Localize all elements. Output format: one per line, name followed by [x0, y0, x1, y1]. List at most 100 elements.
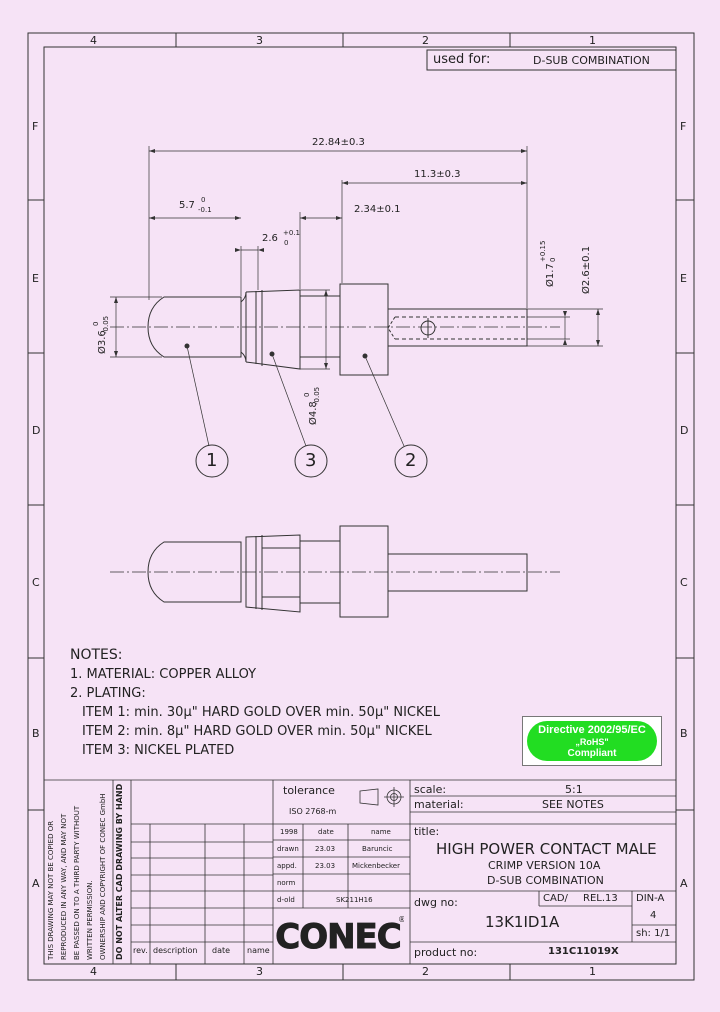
dim-dia-4-8-tol-up: 0: [303, 392, 311, 397]
zone-left-A: A: [32, 877, 40, 890]
dim-length-2-6-tol-low: 0: [284, 239, 289, 247]
balloon-2: [394, 444, 428, 478]
approval-norm-label: norm: [277, 879, 296, 887]
zone-right-B: B: [680, 727, 688, 740]
balloon-label-2: 2: [405, 450, 417, 471]
zone-right-C: C: [680, 576, 688, 589]
scale-label: scale:: [414, 783, 447, 796]
title-line-2: CRIMP VERSION 10A: [488, 859, 601, 872]
notes-line-1: 1. MATERIAL: COPPER ALLOY: [70, 667, 257, 682]
approval-drawn-name: Baruncic: [362, 845, 393, 853]
sheet-number: sh: 1/1: [636, 928, 671, 939]
balloon-label-1: 1: [206, 450, 218, 471]
dim-length-5-7-tol-up: 0: [201, 196, 206, 204]
zone-left-B: B: [32, 727, 40, 740]
copyright-line-3: BE PASSED ON TO A THIRD PARTY WITHOUT: [73, 805, 81, 960]
notes-line-2: 2. PLATING:: [70, 686, 146, 701]
zone-top-2: 2: [422, 34, 429, 47]
din-label: DIN-A: [636, 893, 665, 904]
copyright-line-1: THIS DRAWING MAY NOT BE COPIED OR: [47, 820, 55, 960]
zone-right-A: A: [680, 877, 688, 890]
zone-top-3: 3: [256, 34, 263, 47]
dim-length-11-3: 11.3±0.3: [414, 169, 461, 180]
zone-bottom-3: 3: [256, 965, 263, 978]
zone-bottom-4: 4: [90, 965, 97, 978]
dim-dia-1-7-tol-low: 0: [549, 257, 557, 262]
outer-border: [27, 32, 695, 981]
dim-length-5-7: 5.7: [179, 200, 195, 211]
zone-right-F: F: [680, 120, 687, 133]
conec-logo-text: CONEC: [275, 917, 401, 956]
rohs-line-1: Directive 2002/95/EC: [538, 724, 646, 736]
dim-length-2-6-tol-up: +0.1: [283, 229, 300, 237]
rev-header-description: description: [153, 946, 198, 955]
used-for-box: [426, 49, 677, 71]
conec-logo: CONEC ®: [275, 915, 404, 956]
material-label: material:: [414, 798, 464, 811]
dim-length-2-6: 2.6: [262, 233, 278, 244]
dim-length-5-7-tol-low: -0.1: [198, 206, 212, 214]
zone-top-4: 4: [90, 34, 97, 47]
dwg-no-label: dwg no:: [414, 896, 458, 909]
approval-d-old-value: SK211H16: [336, 896, 373, 904]
used-for-value: D-SUB COMBINATION: [533, 54, 650, 67]
approval-drawn-date: 23.03: [315, 845, 336, 853]
dim-dia-3-6-tol-up: 0: [92, 321, 100, 326]
copyright-line-4: WRITTEN PERMISSION.: [86, 880, 94, 960]
approval-date-header: date: [318, 828, 334, 836]
used-for-label: used for:: [433, 52, 491, 67]
title-line-3: D-SUB COMBINATION: [487, 874, 604, 887]
zone-right-D: D: [680, 424, 689, 437]
dim-dia-3-6-tol-low: -0.05: [102, 315, 110, 334]
zone-right-E: E: [680, 272, 687, 285]
dwg-no-value: 13K1ID1A: [485, 913, 560, 931]
notes-line-4: ITEM 2: min. 8µ" HARD GOLD OVER min. 50µ…: [82, 724, 432, 739]
dim-dia-1-7-tol-up: +0.15: [539, 240, 547, 262]
dim-overall-length: 22.84±0.3: [312, 137, 365, 148]
scale-value: 5:1: [565, 783, 583, 796]
din-size: 4: [650, 910, 657, 921]
svg-text:®: ®: [398, 915, 404, 924]
approval-year: 1998: [280, 828, 298, 836]
product-no-label: product no:: [414, 946, 478, 959]
zone-left-E: E: [32, 272, 39, 285]
approval-drawn-label: drawn: [277, 845, 299, 853]
approval-appd-date: 23.03: [315, 862, 336, 870]
rev-header-date: date: [212, 946, 231, 955]
title-line-1: HIGH POWER CONTACT MALE: [436, 840, 657, 858]
rel-label: REL.13: [583, 893, 618, 904]
zone-top-1: 1: [589, 34, 596, 47]
rohs-line-3: Compliant: [567, 748, 617, 759]
copyright-line-5: OWNERSHIP AND COPYRIGHT OF CONEC GmbH: [99, 793, 107, 960]
zone-left-C: C: [32, 576, 40, 589]
dim-dia-4-8-tol-low: -0.05: [313, 386, 321, 405]
balloon-1: [195, 444, 229, 478]
approval-appd-name: Mickenbecker: [352, 862, 400, 870]
dim-length-2-34: 2.34±0.1: [354, 204, 401, 215]
rohs-line-2: „RoHS": [575, 737, 609, 747]
tolerance-label: tolerance: [283, 784, 335, 797]
dim-dia-2-6: Ø2.6±0.1: [581, 245, 592, 294]
balloon-3: [294, 444, 328, 478]
zone-left-F: F: [32, 120, 39, 133]
dim-dia-1-7: Ø1.7: [545, 263, 556, 287]
notes-line-3: ITEM 1: min. 30µ" HARD GOLD OVER min. 50…: [82, 705, 440, 720]
balloon-label-3: 3: [305, 450, 317, 471]
rohs-badge: Directive 2002/95/EC „RoHS" Compliant: [522, 716, 662, 766]
rev-header-rev: rev.: [133, 946, 148, 955]
notes-title: NOTES:: [70, 647, 123, 663]
copyright-line-2: REPRODUCED IN ANY WAY, AND MAY NOT: [60, 813, 68, 960]
contact-bottom-view: [147, 525, 528, 618]
title-label: title:: [414, 825, 440, 838]
material-value: SEE NOTES: [542, 798, 604, 811]
approval-d-old-label: d-old: [277, 896, 295, 904]
zone-bottom-1: 1: [589, 965, 596, 978]
inner-border: [43, 46, 677, 965]
zone-left-D: D: [32, 424, 41, 437]
cad-warning: DO NOT ALTER CAD DRAWING BY HAND: [115, 783, 124, 960]
approval-appd-label: appd.: [277, 862, 297, 870]
product-no-value: 131C11019X: [548, 946, 619, 957]
contact-top-view: [147, 283, 528, 376]
rev-header-name: name: [247, 946, 270, 955]
cad-label: CAD/: [543, 893, 568, 904]
